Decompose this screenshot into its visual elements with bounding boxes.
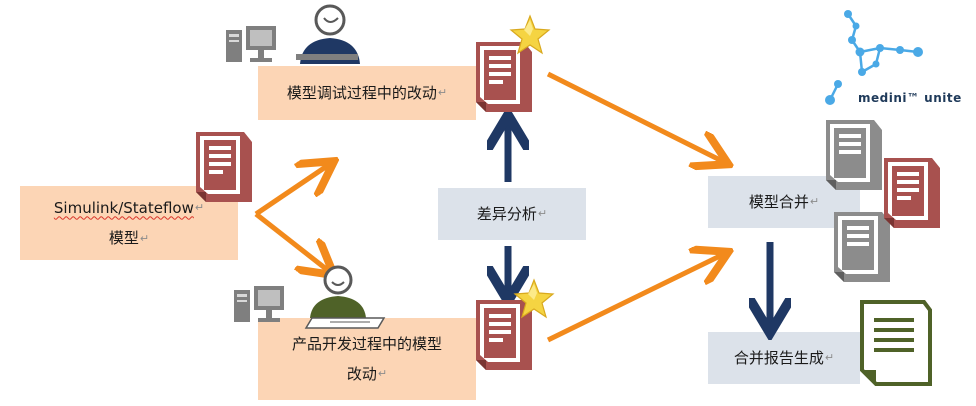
dev-changes-box: 产品开发过程中的模型 改动↵ [258, 318, 476, 400]
paragraph-mark: ↵ [437, 86, 448, 100]
source-model-label: Simulink/Stateflow [53, 198, 194, 217]
paragraph-mark: ↵ [537, 207, 548, 221]
document-icon [834, 212, 890, 282]
diff-analysis-label: 差异分析 [476, 204, 537, 223]
medini-unite-logo-text: medini™ unite [858, 91, 962, 105]
arrow-source-to-dev [254, 212, 330, 272]
engineer-icon [304, 265, 386, 329]
computer-icon [234, 286, 284, 322]
paragraph-mark: ↵ [139, 231, 150, 245]
dev-changes-label-line2: 改动 [346, 364, 377, 383]
molecule-logo-icon [825, 10, 923, 105]
document-icon [476, 42, 532, 112]
debug-changes-box: 模型调试过程中的改动↵ [258, 66, 476, 120]
debug-changes-label: 模型调试过程中的改动 [286, 83, 437, 102]
document-icon [826, 120, 882, 190]
paragraph-mark: ↵ [194, 201, 205, 214]
computer-icon [226, 26, 276, 62]
engineer-icon [296, 4, 360, 64]
dev-changes-label: 产品开发过程中的模型 [291, 334, 442, 353]
arrow-debug-to-merge [546, 71, 724, 162]
paragraph-mark: ↵ [809, 195, 820, 209]
report-document-icon [860, 300, 932, 386]
paragraph-mark: ↵ [824, 351, 835, 365]
arrow-dev-to-merge [546, 254, 724, 343]
document-icon [196, 132, 252, 202]
merge-report-box: 合并报告生成↵ [708, 332, 860, 384]
paragraph-mark: ↵ [377, 367, 388, 381]
model-merge-label: 模型合并 [748, 192, 809, 211]
document-icon [884, 158, 940, 228]
arrow-source-to-debug [254, 164, 330, 217]
source-model-box: Simulink/Stateflow↵ 模型↵ [20, 186, 238, 260]
diff-analysis-box: 差异分析↵ [438, 188, 586, 240]
merge-report-label: 合并报告生成 [733, 348, 824, 367]
source-model-label-line2: 模型 [108, 229, 139, 247]
